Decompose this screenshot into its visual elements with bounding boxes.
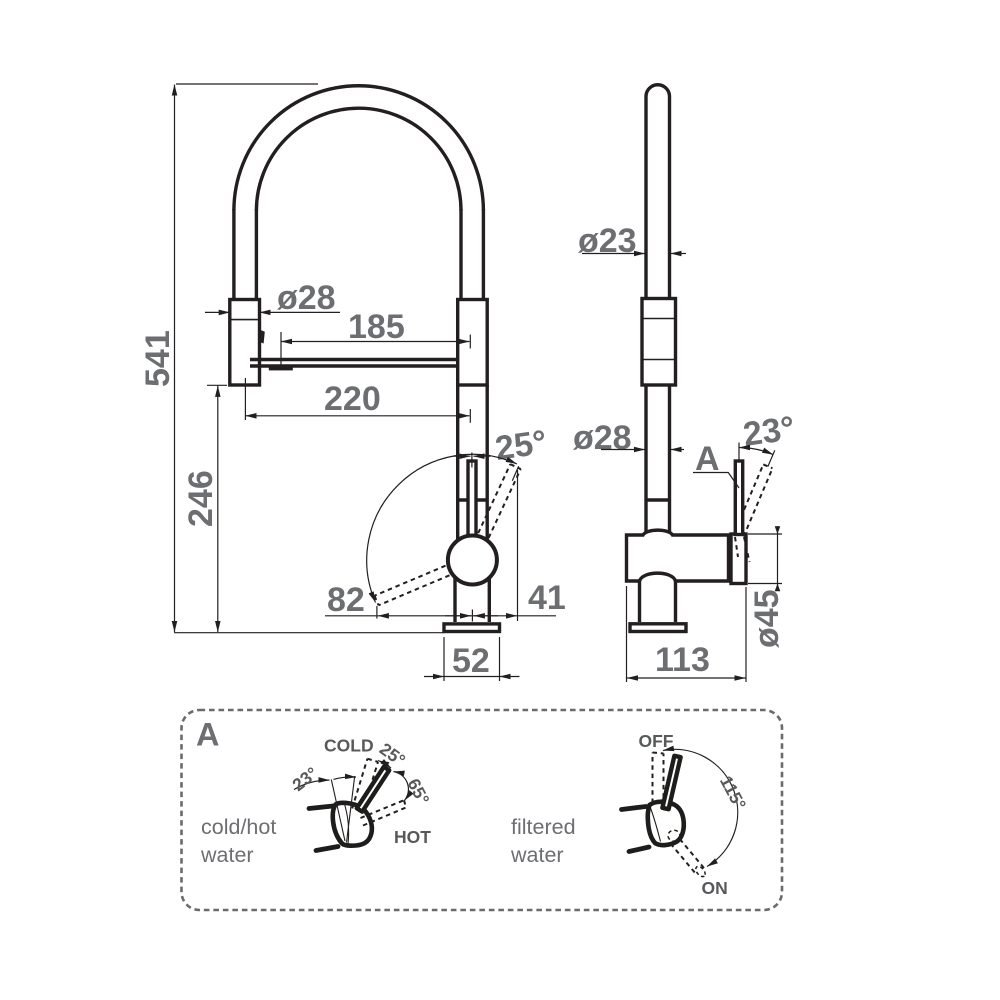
svg-text:113: 113 [655, 641, 710, 679]
svg-text:41: 41 [528, 579, 566, 617]
svg-text:23°: 23° [741, 409, 797, 454]
svg-text:ON: ON [702, 878, 728, 898]
svg-text:ø28: ø28 [277, 279, 336, 317]
svg-text:52: 52 [452, 642, 490, 680]
svg-text:ø23: ø23 [578, 222, 637, 260]
svg-text:A: A [695, 440, 720, 478]
svg-text:water: water [200, 843, 254, 867]
svg-text:220: 220 [324, 380, 381, 418]
svg-text:ø28: ø28 [573, 419, 632, 457]
svg-text:541: 541 [139, 330, 177, 387]
svg-text:A: A [196, 717, 219, 753]
svg-text:cold/hot: cold/hot [201, 815, 276, 839]
svg-text:ø45: ø45 [748, 589, 786, 648]
svg-text:HOT: HOT [394, 827, 431, 847]
svg-text:OFF: OFF [639, 731, 674, 751]
svg-text:82: 82 [327, 581, 365, 619]
svg-text:25°: 25° [493, 423, 549, 468]
svg-text:filtered: filtered [511, 815, 576, 839]
svg-text:185: 185 [348, 308, 405, 346]
svg-text:COLD: COLD [324, 736, 374, 756]
svg-text:water: water [510, 843, 564, 867]
svg-text:246: 246 [182, 470, 220, 527]
